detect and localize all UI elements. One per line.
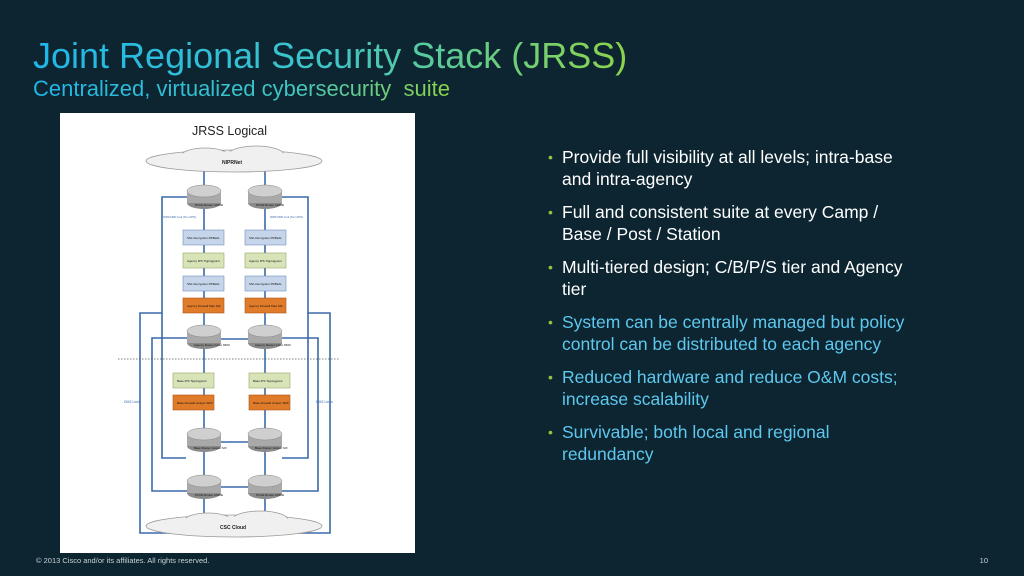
agency-router-right: Agency Router Cisco 6500 [247,324,291,349]
dmz-links-right-label: DMZ Links [316,400,333,404]
niprnet-cloud: NIPRNet [145,145,323,173]
ssl-decryption-1-right: SSL Decryption F5/Bells [244,229,287,246]
pcce-router-bottom-right: PCCE Router ASR9k [247,474,285,499]
ssl-decryption-2-left-label: SSL Decryption F5/Bells [187,282,220,286]
nipr-link-right-label: NIPR DRP Link (Tier APN) [270,215,303,219]
agency-router-left: Agency Router Cisco 6500 [186,324,230,349]
ssl-decryption-2-right-label: SSL Decryption F5/Bells [249,282,282,286]
agency-ips-left-label: Agency IPS Tippingpoint [187,259,220,263]
ssl-decryption-1-right-label: SSL Decryption F5/Bells [249,236,282,240]
agency-ips-right-label: Agency IPS Tippingpoint [249,259,282,263]
base-firewall-left-label: Base Firewall Juniper SRX [177,401,213,405]
bullet-list: Provide full visibility at all levels; i… [548,146,908,476]
base-firewall-right-label: Base Firewall Juniper SRX [253,401,289,405]
pcce-router-top-left-label: PCCE Router ASR9k [195,203,224,207]
bullet-item: Provide full visibility at all levels; i… [548,146,908,190]
router-nodes: PCCE Router ASR9k PCCE Router ASR9k Agen… [186,184,291,499]
agency-router-right-label: Agency Router Cisco 6500 [255,343,291,347]
agency-firewall-right: Agency Firewall Palo 10k [244,297,287,314]
base-ips-left-label: Base IPS Tippingpoint [177,379,207,383]
ssl-decryption-1-left-label: SSL Decryption F5/Bells [187,236,220,240]
base-router-right-label: Base Router Juniper MX [255,446,288,450]
base-router-left-label: Base Router Juniper MX [194,446,227,450]
base-router-right: Base Router Juniper MX [247,427,288,452]
pcce-router-top-right: PCCE Router ASR9k [247,184,285,209]
diagram-title: JRSS Logical [192,124,267,138]
bullet-item: System can be centrally managed but poli… [548,311,908,355]
agency-firewall-right-label: Agency Firewall Palo 10k [249,304,283,308]
bullet-item: Multi-tiered design; C/B/P/S tier and Ag… [548,256,908,300]
bullet-item: Survivable; both local and regional redu… [548,421,908,465]
bullet-item: Full and consistent suite at every Camp … [548,201,908,245]
pcce-router-bottom-right-label: PCCE Router ASR9k [256,493,285,497]
csc-cloud-label: CSC Cloud [220,525,246,531]
copyright-footer: © 2013 Cisco and/or its affiliates. All … [36,556,210,565]
diagram-canvas: JRSS Logical [118,124,340,538]
base-router-left: Base Router Juniper MX [186,427,227,452]
base-ips-left: Base IPS Tippingpoint [172,372,215,389]
bullet-item: Reduced hardware and reduce O&M costs; i… [548,366,908,410]
nipr-link-left-label: NIPR DRP Link (Tier APN) [163,215,196,219]
jrss-logical-diagram: JRSS Logical [60,113,415,553]
page-number: 10 [979,556,988,565]
pcce-router-top-left: PCCE Router ASR9k [186,184,224,209]
ssl-decryption-2-right: SSL Decryption F5/Bells [244,275,287,292]
slide-title: Joint Regional Security Stack (JRSS) [33,35,628,76]
agency-router-left-label: Agency Router Cisco 6500 [194,343,230,347]
link-lines [139,171,331,534]
ssl-decryption-1-left: SSL Decryption F5/Bells [182,229,225,246]
pcce-router-top-right-label: PCCE Router ASR9k [256,203,285,207]
agency-ips-left: Agency IPS Tippingpoint [182,252,225,269]
base-firewall-right: Base Firewall Juniper SRX [248,394,291,411]
ssl-decryption-2-left: SSL Decryption F5/Bells [182,275,225,292]
csc-cloud: CSC Cloud [145,510,323,538]
base-firewall-left: Base Firewall Juniper SRX [172,394,215,411]
agency-firewall-left: Agency Firewall Palo 10k [182,297,225,314]
pcce-router-bottom-left-label: PCCE Router ASR9k [195,493,224,497]
dmz-links-left-label: DMZ Links [124,400,141,404]
base-ips-right-label: Base IPS Tippingpoint [253,379,283,383]
niprnet-label: NIPRNet [222,160,242,166]
pcce-router-bottom-left: PCCE Router ASR9k [186,474,224,499]
slide-subtitle: Centralized, virtualized cybersecurity s… [33,76,450,101]
appliance-boxes: SSL Decryption F5/Bells SSL Decryption F… [172,229,291,411]
agency-firewall-left-label: Agency Firewall Palo 10k [187,304,221,308]
base-ips-right: Base IPS Tippingpoint [248,372,291,389]
agency-ips-right: Agency IPS Tippingpoint [244,252,287,269]
